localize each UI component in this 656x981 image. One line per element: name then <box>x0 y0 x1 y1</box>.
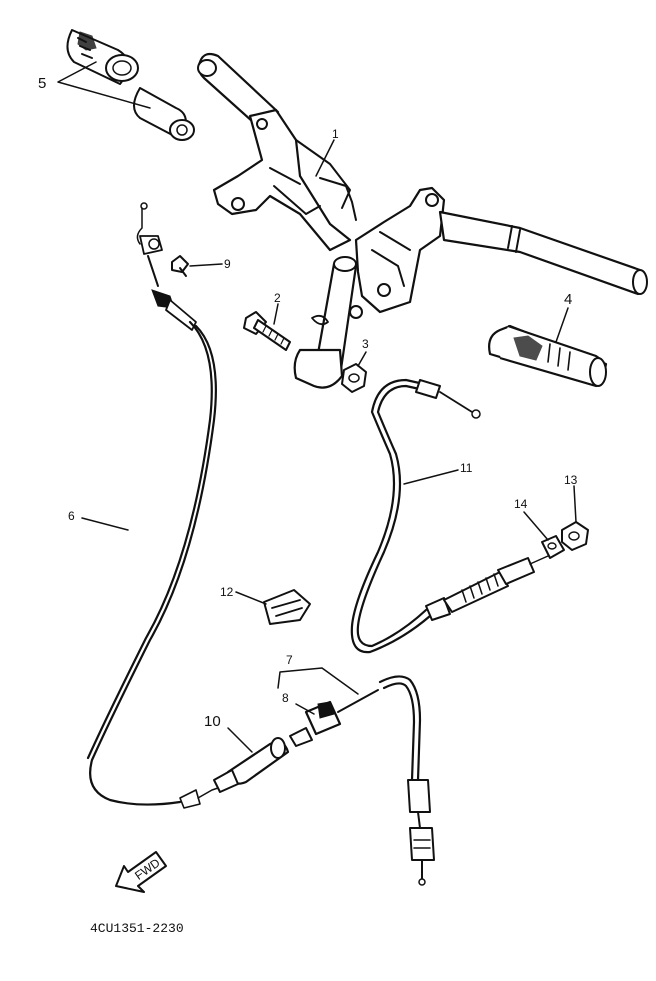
nut-part-3 <box>341 363 367 393</box>
callout-5: 5 <box>38 61 151 109</box>
lower-cable-end <box>378 675 435 886</box>
throttle-cable-part-6 <box>86 202 219 809</box>
bolt-part-2 <box>243 311 291 351</box>
callout-12-label: 12 <box>220 585 234 599</box>
cable-adjuster-part-7-8 <box>289 689 379 747</box>
callout-1: 1 <box>315 127 339 177</box>
brake-cable-part-11 <box>350 378 549 654</box>
callout-4: 4 <box>555 291 572 343</box>
nut-part-13 <box>561 521 589 551</box>
callout-2: 2 <box>273 291 281 325</box>
callout-4-label: 4 <box>564 291 572 308</box>
callout-3-label: 3 <box>362 337 369 351</box>
callout-9: 9 <box>189 257 231 271</box>
callout-1-label: 1 <box>332 127 339 141</box>
callout-14: 14 <box>514 497 549 541</box>
callout-7: 7 <box>277 653 359 695</box>
callout-10: 10 <box>204 713 253 753</box>
grip-pair-part-5 <box>66 29 195 141</box>
clamp-part-12 <box>263 589 311 625</box>
callout-11-label: 11 <box>460 461 473 475</box>
callout-14-label: 14 <box>514 497 528 511</box>
callout-6-label: 6 <box>68 509 75 523</box>
callout-12: 12 <box>220 585 267 605</box>
fitting-part-14 <box>541 535 565 559</box>
callout-8-label: 8 <box>282 691 289 705</box>
callout-9-label: 9 <box>224 257 231 271</box>
callout-5-label: 5 <box>38 75 46 92</box>
callout-13: 13 <box>564 473 578 523</box>
adjuster-sleeve-part-10 <box>213 737 290 793</box>
callout-10-label: 10 <box>204 713 221 730</box>
callout-7-label: 7 <box>286 653 293 667</box>
callout-11: 11 <box>403 461 473 485</box>
small-bolt-part-9 <box>171 255 189 277</box>
fwd-arrow-icon: FWD <box>115 851 167 893</box>
part-code: 4CU1351-2230 <box>90 921 184 936</box>
handlebar-part-1 <box>197 52 648 389</box>
callout-3: 3 <box>357 337 369 367</box>
callout-8: 8 <box>282 691 315 715</box>
right-grip-part-4 <box>488 324 608 388</box>
callout-13-label: 13 <box>564 473 578 487</box>
callout-6: 6 <box>68 509 129 531</box>
callout-2-label: 2 <box>274 291 281 305</box>
